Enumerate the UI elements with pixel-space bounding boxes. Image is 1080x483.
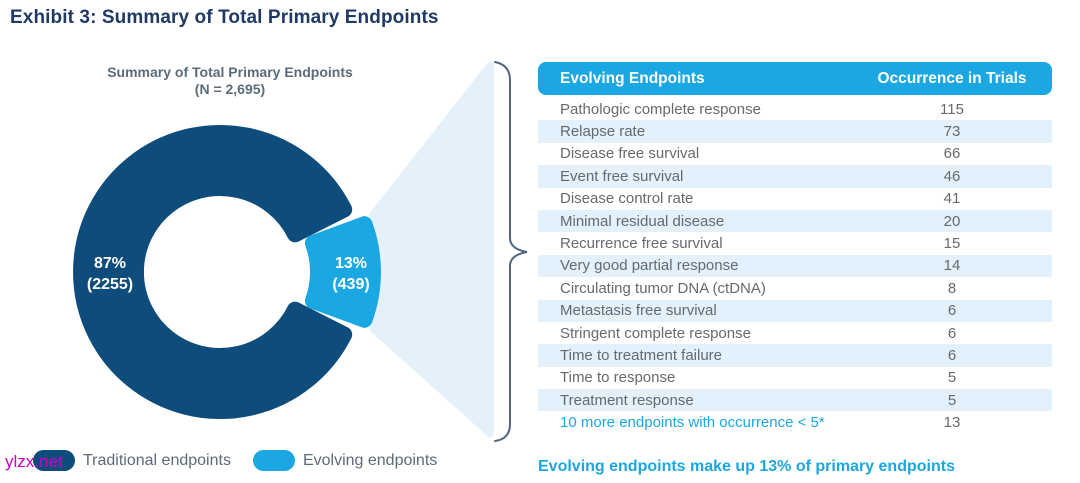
endpoint-label: Minimal residual disease xyxy=(560,212,725,230)
endpoint-label: Stringent complete response xyxy=(560,324,751,342)
endpoint-label: Pathologic complete response xyxy=(560,100,761,118)
donut-chart-title: Summary of Total Primary Endpoints (N = … xyxy=(30,64,430,98)
segment-label-traditional: 87% (2255) xyxy=(60,253,160,295)
table-header-endpoints: Evolving Endpoints xyxy=(560,69,705,87)
legend-swatch-traditional-icon xyxy=(33,450,75,471)
donut-segment-evolving xyxy=(304,216,381,328)
funnel-highlight-shape xyxy=(369,62,494,438)
table-row: Time to treatment failure 6 xyxy=(538,344,1052,367)
endpoint-value: 6 xyxy=(947,346,957,364)
endpoint-value: 46 xyxy=(943,167,961,185)
table-row: 10 more endpoints with occurrence < 5* 13 xyxy=(538,411,1052,433)
endpoint-label: Recurrence free survival xyxy=(560,235,723,253)
evolving-count: (439) xyxy=(332,276,370,293)
table-row: Treatment response 5 xyxy=(538,389,1052,412)
endpoint-label: Metastasis free survival xyxy=(560,302,717,320)
endpoint-label: Disease free survival xyxy=(560,145,700,163)
endpoint-value: 20 xyxy=(943,212,961,230)
endpoint-label: Time to response xyxy=(560,369,676,387)
endpoint-label: 10 more endpoints with occurrence < 5* xyxy=(560,414,825,432)
endpoint-value: 8 xyxy=(947,279,957,297)
endpoint-value: 6 xyxy=(947,324,957,342)
table-row: Stringent complete response 6 xyxy=(538,322,1052,344)
table-header-occurrence: Occurrence in Trials xyxy=(877,69,1027,87)
endpoint-value: 115 xyxy=(940,100,964,118)
table-row: Metastasis free survival 6 xyxy=(538,299,1052,322)
endpoint-value: 66 xyxy=(943,145,961,163)
donut-chart xyxy=(73,61,528,442)
endpoint-value: 14 xyxy=(943,257,961,275)
table-row: Circulating tumor DNA (ctDNA) 8 xyxy=(538,277,1052,299)
table-row: Pathologic complete response 115 xyxy=(538,98,1052,120)
endpoint-value: 5 xyxy=(947,369,957,387)
segment-label-evolving: 13% (439) xyxy=(301,253,401,295)
table-row: Very good partial response 14 xyxy=(538,254,1052,278)
evolving-percent: 13% xyxy=(334,255,368,272)
endpoint-label: Circulating tumor DNA (ctDNA) xyxy=(560,279,766,297)
endpoint-label: Relapse rate xyxy=(560,123,646,141)
watermark: ylzx.net xyxy=(5,452,63,471)
table-row: Recurrence free survival 15 xyxy=(538,232,1052,254)
table-row: Disease free survival 66 xyxy=(538,143,1052,165)
table-row: Event free survival 46 xyxy=(538,165,1052,188)
legend-label-evolving: Evolving endpoints xyxy=(302,451,438,469)
endpoint-value: 6 xyxy=(947,302,957,320)
endpoint-value: 15 xyxy=(943,235,961,253)
evolving-endpoints-table: Evolving Endpoints Occurrence in Trials … xyxy=(538,62,1052,434)
endpoint-label: Time to treatment failure xyxy=(560,346,723,364)
endpoint-label: Event free survival xyxy=(560,167,684,185)
table-row: Time to response 5 xyxy=(538,367,1052,389)
legend-swatch-evolving-icon xyxy=(252,450,295,471)
endpoint-value: 41 xyxy=(943,190,961,208)
table-row: Relapse rate 73 xyxy=(538,120,1052,143)
endpoint-label: Very good partial response xyxy=(560,257,739,275)
donut-segment-traditional xyxy=(73,125,353,419)
page-title: Exhibit 3: Summary of Total Primary Endp… xyxy=(10,7,439,28)
curly-brace xyxy=(494,61,528,442)
table-row: Disease control rate 41 xyxy=(538,188,1052,210)
footer-note: Evolving endpoints make up 13% of primar… xyxy=(538,458,955,475)
chart-legend: Traditional endpoints Evolving endpoints xyxy=(33,450,437,471)
endpoint-value: 5 xyxy=(947,391,957,409)
endpoint-value: 73 xyxy=(943,123,961,141)
traditional-count: (2255) xyxy=(86,276,134,293)
donut-chart-title-line2: (N = 2,695) xyxy=(194,81,266,97)
donut-chart-title-line1: Summary of Total Primary Endpoints xyxy=(107,64,353,80)
traditional-percent: 87% xyxy=(93,255,127,272)
table-row: Minimal residual disease 20 xyxy=(538,209,1052,233)
endpoint-label: Treatment response xyxy=(560,391,694,409)
legend-label-traditional: Traditional endpoints xyxy=(83,451,231,469)
endpoint-label: Disease control rate xyxy=(560,190,694,208)
table-header: Evolving Endpoints Occurrence in Trials xyxy=(538,62,1052,95)
endpoint-value: 13 xyxy=(943,414,961,432)
